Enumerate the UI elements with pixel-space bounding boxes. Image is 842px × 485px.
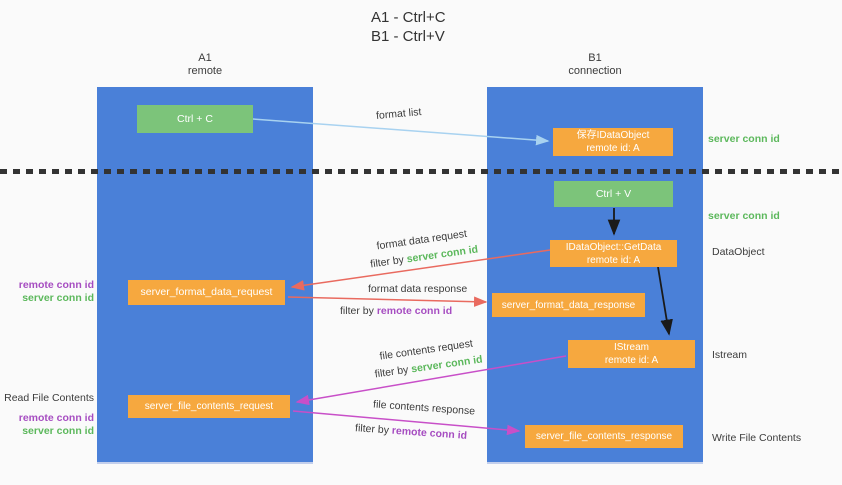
title-line-2: B1 - Ctrl+V	[371, 28, 445, 45]
file-contents-request-label: file contents request filter byserver co…	[353, 332, 501, 386]
ctrl-v-label: Ctrl + V	[595, 187, 632, 200]
right-server-conn-id-2: server conn id	[708, 210, 780, 222]
save-idataobject-line2: remote id: A	[586, 143, 640, 154]
istream-line2: remote id: A	[604, 355, 659, 366]
lane-a1-name: A1	[198, 52, 212, 64]
write-file-contents-label: Write File Contents	[712, 432, 802, 444]
right-server-conn-id-1: server conn id	[708, 133, 780, 145]
save-idataobject-line1: 保存IDataObject	[576, 130, 650, 141]
format-data-request-label: format data request filter byserver conn…	[346, 222, 499, 277]
istream-side-label: Istream	[712, 349, 748, 361]
filter-by-text: filter by	[373, 363, 410, 381]
istream-line1: IStream	[613, 342, 649, 353]
left-remote-conn-id-1: remote conn id	[18, 279, 94, 291]
filter-by-text: filter by	[369, 253, 405, 271]
ctrl-v-box: Ctrl + V	[554, 181, 673, 207]
format-data-response-arrow	[287, 296, 488, 307]
lane-a1-role: remote	[187, 65, 223, 77]
save-idataobject-box: 保存IDataObject remote id: A	[553, 128, 673, 156]
format-data-response-label: format data response	[368, 283, 468, 295]
lane-b1-name: B1	[588, 52, 602, 64]
lane-header-b1: B1 connection	[487, 52, 703, 78]
filter-by-text: filter by	[354, 422, 390, 437]
left-remote-conn-id-2: remote conn id	[18, 412, 94, 424]
server-format-data-request-label: server_format_data_request	[140, 286, 273, 298]
server-format-data-request-box: server_format_data_request	[128, 280, 285, 305]
copy-paste-separator-line	[0, 169, 842, 174]
remote-conn-id-text: remote conn id	[391, 424, 468, 442]
server-format-data-response-box: server_format_data_response	[492, 293, 645, 317]
ctrl-c-label: Ctrl + C	[177, 112, 213, 125]
server-file-contents-request-box: server_file_contents_request	[128, 395, 290, 418]
server-file-contents-response-label: server_file_contents_response	[535, 431, 673, 442]
server-file-contents-response-box: server_file_contents_response	[525, 425, 683, 448]
getdata-line1: IDataObject::GetData	[565, 241, 662, 253]
file-contents-response-label: file contents response	[372, 398, 476, 418]
format-list-label: format list	[375, 106, 422, 122]
remote-conn-id-text: remote conn id	[376, 305, 453, 317]
server-format-data-response-label: server_format_data_response	[501, 299, 636, 311]
getdata-line2: remote id: A	[586, 254, 641, 266]
istream-box: IStream remote id: A	[568, 340, 695, 368]
diagram-title: A1 - Ctrl+C B1 - Ctrl+V	[371, 8, 446, 46]
dataobject-side-label: DataObject	[712, 246, 765, 258]
title-line-1: A1 - Ctrl+C	[371, 9, 446, 26]
lane-b1-role: connection	[568, 65, 622, 77]
filter-by-text: filter by	[340, 305, 374, 317]
server-file-contents-request-label: server_file_contents_request	[144, 401, 274, 412]
left-server-conn-id-2: server conn id	[22, 425, 94, 437]
idataobject-getdata-box: IDataObject::GetData remote id: A	[550, 240, 677, 267]
lane-header-a1: A1 remote	[97, 52, 313, 78]
left-server-conn-id-1: server conn id	[22, 292, 94, 304]
ctrl-c-box: Ctrl + C	[137, 105, 253, 133]
read-file-contents-label: Read File Contents	[4, 392, 94, 404]
